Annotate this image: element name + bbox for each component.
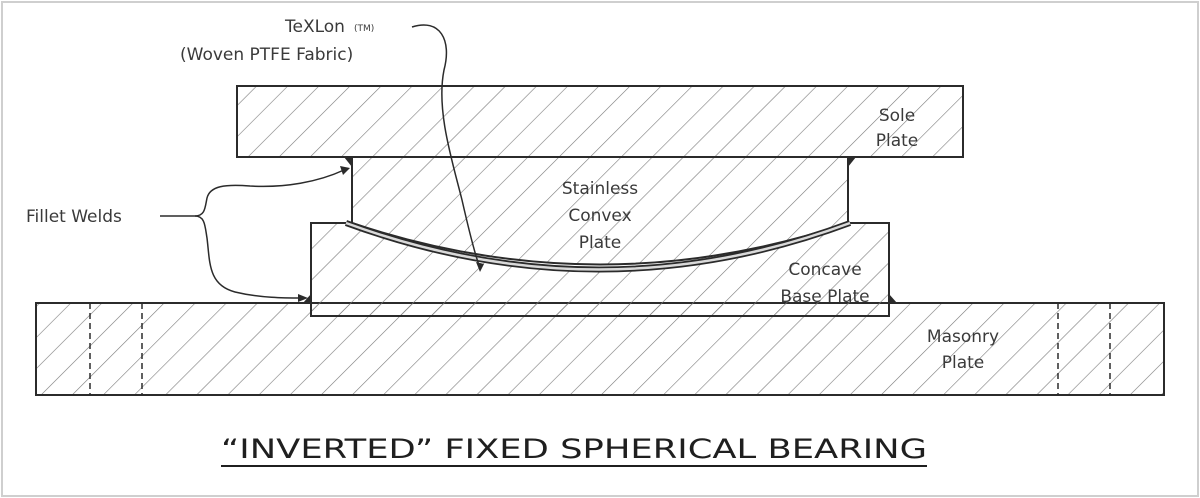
ptfe-fabric-layer-highlight [345,221,851,271]
fillet-leader-lower [194,215,303,299]
fillet-leader-upper [160,169,345,217]
fillet-weld-mark [889,294,897,303]
sole-label-line2: Plate [876,131,919,151]
fillet-leader-arrow-lower [298,294,308,302]
texlon-desc-label: (Woven PTFE Fabric) [180,45,353,65]
texlon-label: TeXLon [284,17,345,37]
masonry-label-line2: Plate [942,353,985,373]
texlon-leader-arrow [476,262,484,272]
stainless-label-line1: Stainless [562,179,638,199]
stainless-label-line2: Convex [568,206,631,226]
fillet-leader-arrow-upper [340,166,350,175]
fillet-weld-mark [303,294,311,303]
texlon-tm-label: (TM) [354,24,374,34]
fillet-welds-label: Fillet Welds [26,207,122,227]
diagram-title: “INVERTED” FIXED SPHERICAL BEARING [221,434,927,465]
concave-label-line1: Concave [788,260,861,280]
concave-label-line2: Base Plate [780,287,869,307]
fillet-weld-mark [848,157,856,167]
masonry-label-line1: Masonry [927,327,999,347]
sole-plate [236,85,964,158]
stainless-label-line3: Plate [579,233,622,253]
texlon-leader-line [411,24,481,269]
fillet-weld-mark [344,157,352,167]
sole-label-line1: Sole [879,106,915,126]
